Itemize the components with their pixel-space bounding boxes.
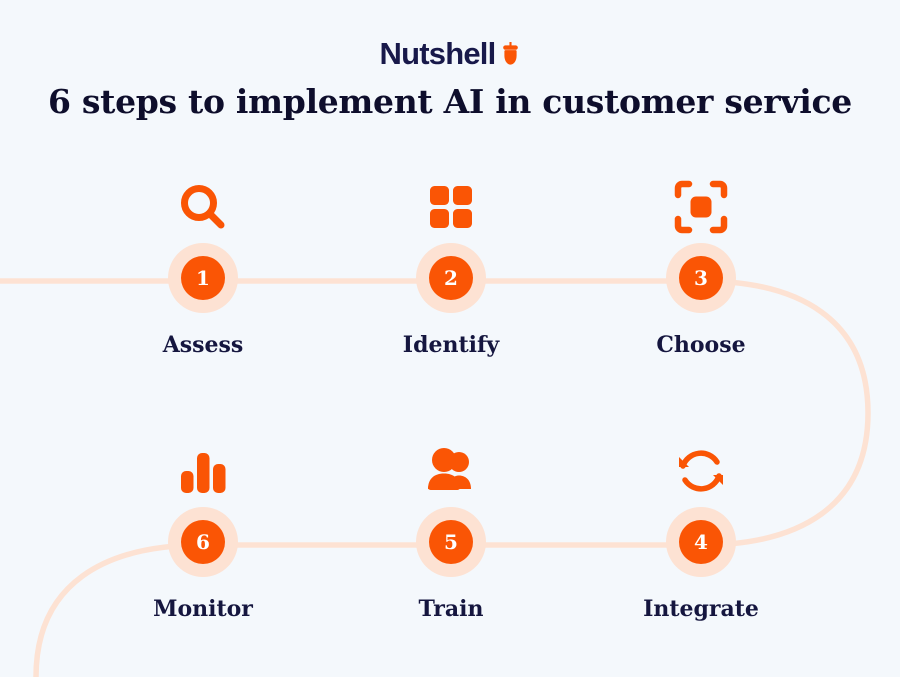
step-badge-6[interactable]: 6 [113,506,293,578]
step-monitor[interactable]: 6 Monitor [113,436,293,622]
badge-number: 5 [429,520,473,564]
step-label: Monitor [153,596,253,622]
step-badge-4[interactable]: 4 [611,506,791,578]
badge-number: 3 [679,256,723,300]
badge-number: 6 [181,520,225,564]
two-users-icon [361,436,541,506]
step-label: Train [418,596,484,622]
badge-number: 1 [181,256,225,300]
focus-select-frame-icon [611,172,791,242]
step-badge-5[interactable]: 5 [361,506,541,578]
brand-name: Nutshell [379,36,497,71]
magnifier-search-icon [113,172,293,242]
step-label: Choose [656,332,746,358]
step-badge-3[interactable]: 3 [611,242,791,314]
step-integrate[interactable]: 4 Integrate [611,436,791,622]
brand-logo: Nutshell [0,34,900,74]
step-train[interactable]: 5 Train [361,436,541,622]
step-label: Identify [402,332,500,358]
step-badge-2[interactable]: 2 [361,242,541,314]
step-assess[interactable]: 1 Assess [113,172,293,358]
badge-number: 4 [679,520,723,564]
badge-number: 2 [429,256,473,300]
step-label: Assess [162,332,244,358]
step-identify[interactable]: 2 Identify [361,172,541,358]
step-badge-1[interactable]: 1 [113,242,293,314]
refresh-sync-arrows-icon [611,436,791,506]
page-title: 6 steps to implement AI in customer serv… [48,82,852,121]
grid-four-squares-icon [361,172,541,242]
step-choose[interactable]: 3 Choose [611,172,791,358]
acorn-icon [501,42,520,68]
bar-chart-icon [113,436,293,506]
step-label: Integrate [643,596,759,622]
